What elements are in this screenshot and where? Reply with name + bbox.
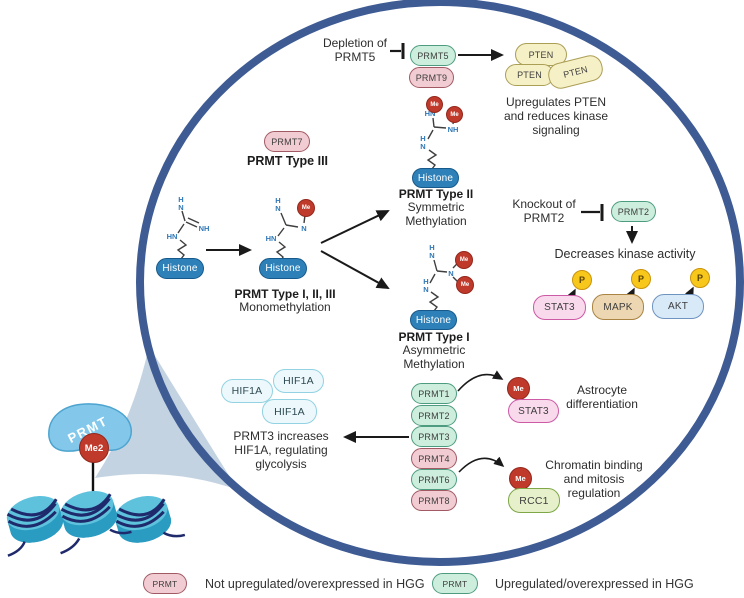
type3-title: PRMT Type III xyxy=(246,154,329,168)
prmt7-pill: PRMT7 xyxy=(264,131,310,152)
prmt2-column-pill: PRMT2 xyxy=(411,405,457,426)
svg-text:H: H xyxy=(423,277,428,286)
depletion-caption: Depletion of PRMT5 xyxy=(322,36,388,64)
type2-subtitle: Symmetric Methylation xyxy=(405,200,467,228)
arrow-mono-to-type1 xyxy=(320,250,390,289)
svg-text:N: N xyxy=(448,269,453,278)
legend-not-upregulated-text: Not upregulated/overexpressed in HGG xyxy=(205,577,425,591)
methyl-mark-mono: Me xyxy=(297,199,315,217)
svg-text:H: H xyxy=(275,196,280,205)
hif1a-pill-2: HIF1A xyxy=(273,369,324,393)
nucleosome-2 xyxy=(60,491,132,555)
legend-upregulated-pill: PRMT xyxy=(432,573,478,594)
arginine-monomethyl-labels: H N N HN xyxy=(266,196,307,243)
prmt3-column-pill: PRMT3 xyxy=(411,426,457,447)
svg-text:H: H xyxy=(429,243,434,252)
hif1a-pill-1: HIF1A xyxy=(221,379,273,403)
methyl-mark-stat3: Me xyxy=(507,377,530,400)
type1-subtitle: Asymmetric Methylation xyxy=(402,343,466,371)
prmt4-column-pill: PRMT4 xyxy=(411,448,457,469)
arginine-unmethylated xyxy=(176,210,200,260)
methyl-mark-sym-2: Me xyxy=(446,106,463,123)
svg-text:N: N xyxy=(429,251,434,260)
pten-pill-2: PTEN xyxy=(505,64,554,86)
hif1a-pill-3: HIF1A xyxy=(262,399,317,424)
mono-title: PRMT Type I, II, III xyxy=(234,287,336,301)
prmt2-knockout-pill: PRMT2 xyxy=(611,201,656,222)
svg-text:N: N xyxy=(423,285,428,294)
arginine-unmethylated-labels: H N NH HN xyxy=(167,195,210,241)
legend-not-upregulated-pill: PRMT xyxy=(143,573,187,594)
svg-text:N: N xyxy=(301,224,306,233)
histone-pill-type1: Histone xyxy=(410,310,457,330)
svg-text:N: N xyxy=(178,203,183,212)
methyl-mark-asym-1: Me xyxy=(455,251,473,269)
hif-caption: PRMT3 increases HIF1A, regulating glycol… xyxy=(233,429,329,471)
arginine-symmetric-labels: HN NH H N xyxy=(420,109,458,151)
methyl-mark-rcc1: Me xyxy=(509,467,532,490)
arrow-prmt1-to-stat3me xyxy=(457,370,504,392)
arrow-mono-to-type2 xyxy=(320,210,390,244)
stat3-kinase-pill: STAT3 xyxy=(533,295,586,320)
tbar-knockout-prmt2 xyxy=(581,204,604,221)
tbar-depletion-prmt5 xyxy=(390,43,405,59)
svg-text:N: N xyxy=(275,204,280,213)
nucleosome-3 xyxy=(114,496,186,543)
svg-text:HN: HN xyxy=(266,234,277,243)
histone-pill-left: Histone xyxy=(156,258,204,279)
svg-text:H: H xyxy=(420,134,425,143)
methyl-mark-sym-1: Me xyxy=(426,96,443,113)
type1-title: PRMT Type I xyxy=(398,330,470,344)
svg-text:HN: HN xyxy=(425,109,436,118)
mono-subtitle: Monomethylation xyxy=(239,300,331,314)
svg-text:NH: NH xyxy=(199,224,210,233)
arginine-asymmetric-labels: H N N H N xyxy=(423,243,453,294)
knockout-result: Decreases kinase activity xyxy=(554,247,696,261)
methyl-mark-asym-2: Me xyxy=(456,276,474,294)
type2-title: PRMT Type II xyxy=(398,187,474,201)
prmt6-column-pill: PRMT6 xyxy=(411,469,457,490)
me2-mark-blob: Me2 xyxy=(79,433,109,463)
phospho-stat3: P xyxy=(572,270,592,290)
rcc1-target-pill: RCC1 xyxy=(508,488,560,513)
astrocyte-caption: Astrocyte differentiation xyxy=(566,383,638,411)
akt-kinase-pill: AKT xyxy=(652,294,704,319)
stat3-target-pill: STAT3 xyxy=(508,399,559,423)
knockout-caption: Knockout of PRMT2 xyxy=(512,197,576,225)
circle-border xyxy=(136,0,744,566)
svg-text:N: N xyxy=(420,142,425,151)
legend-upregulated-text: Upregulated/overexpressed in HGG xyxy=(495,577,694,591)
svg-text:NH: NH xyxy=(448,125,459,134)
arrow-prmt6-to-rcc1me xyxy=(458,456,505,473)
histone-pill-type2: Histone xyxy=(412,168,459,188)
prmt1-column-pill: PRMT1 xyxy=(411,383,457,404)
svg-text:HN: HN xyxy=(167,232,178,241)
phospho-mapk: P xyxy=(631,269,651,289)
mapk-kinase-pill: MAPK xyxy=(592,294,644,320)
prmt5-pill: PRMT5 xyxy=(410,45,456,66)
prmt9-pill: PRMT9 xyxy=(409,67,454,88)
chromatin-caption: Chromatin binding and mitosis regulation xyxy=(545,458,643,500)
pten-result-caption: Upregulates PTEN and reduces kinase sign… xyxy=(503,95,609,137)
phospho-akt: P xyxy=(690,268,710,288)
histone-pill-mono: Histone xyxy=(259,258,307,279)
svg-text:H: H xyxy=(178,195,183,204)
prmt8-column-pill: PRMT8 xyxy=(411,490,457,511)
nucleosome-1 xyxy=(6,496,64,557)
